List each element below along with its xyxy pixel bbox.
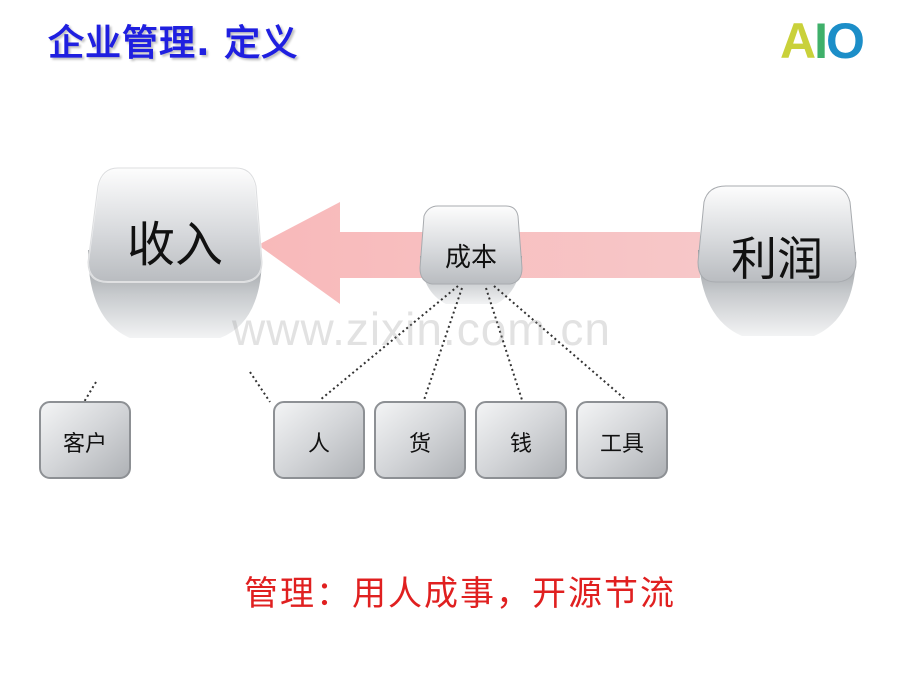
- money-label: 钱: [509, 432, 532, 457]
- profit-cube: [697, 185, 857, 336]
- logo-wordmark: AIO: [780, 13, 865, 69]
- revenue-cube: [86, 167, 264, 338]
- customer-cube: [39, 401, 131, 479]
- page-title: 企业管理. 定义: [48, 23, 299, 64]
- money-cube: [475, 401, 567, 479]
- cost-label: 成本: [444, 242, 497, 273]
- watermark: www.zixin.com.cn: [232, 303, 611, 355]
- connector-revenue-side: [249, 371, 271, 403]
- connector-tools: [493, 285, 627, 401]
- tools-cube: [576, 401, 668, 479]
- people-cube: [273, 401, 365, 479]
- small-cubes: [39, 401, 668, 479]
- customer-label: 客户: [62, 432, 107, 457]
- aio-logo: AIO: [780, 12, 900, 69]
- cost-cube: [419, 205, 523, 304]
- goods-label: 货: [408, 432, 431, 457]
- connectors: [83, 285, 627, 403]
- revenue-label: 收入: [126, 217, 223, 273]
- management-slogan: 管理：用人成事，开源节流: [244, 574, 676, 614]
- connector-customer: [83, 381, 97, 403]
- tools-label: 工具: [599, 432, 644, 457]
- people-label: 人: [307, 432, 330, 457]
- goods-cube: [374, 401, 466, 479]
- profit-label: 利润: [731, 232, 823, 286]
